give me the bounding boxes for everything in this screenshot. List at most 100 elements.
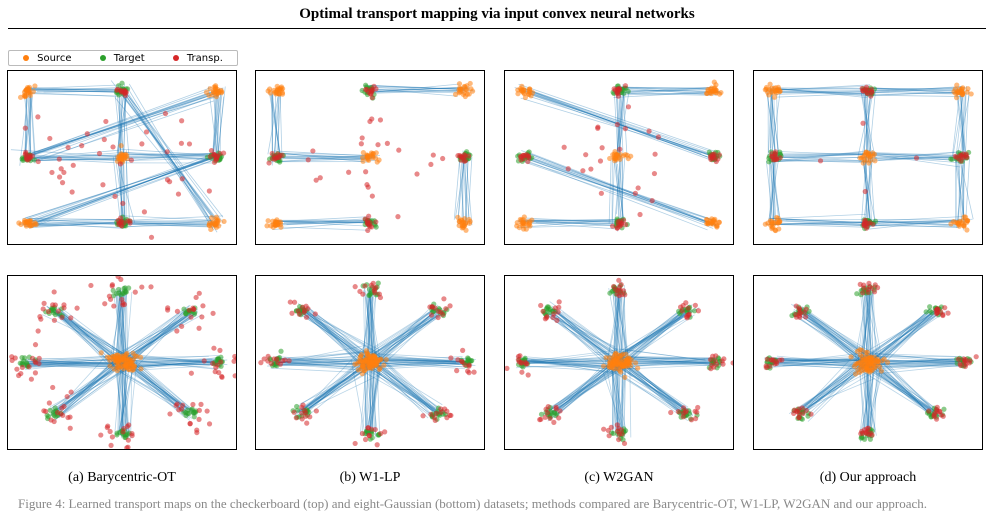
transport-line <box>770 86 780 160</box>
transport-line <box>617 365 692 414</box>
title-rule <box>8 28 986 29</box>
transport-line <box>528 90 713 153</box>
transport-line <box>528 93 718 163</box>
transport-line <box>863 367 870 434</box>
transport-line <box>296 311 371 361</box>
transport-line <box>799 372 873 416</box>
transport-line <box>800 306 867 355</box>
source-point <box>208 215 215 221</box>
transport-line <box>306 312 369 360</box>
transported-point <box>51 317 58 323</box>
transport-line <box>517 219 618 222</box>
transport-line <box>366 88 475 92</box>
transport-line <box>868 365 875 438</box>
transported-point <box>695 404 701 411</box>
transport-line <box>860 284 867 359</box>
transported-point <box>213 364 219 371</box>
transport-line <box>866 308 937 364</box>
source-point <box>763 86 769 92</box>
transport-line <box>866 286 872 363</box>
transport-line <box>614 86 722 94</box>
transport-line <box>799 311 876 362</box>
transport-line <box>371 292 377 362</box>
transport-line <box>31 155 216 226</box>
transported-point <box>708 156 714 163</box>
transport-line <box>114 97 213 218</box>
transport-line <box>365 290 372 351</box>
transport-line <box>535 220 619 224</box>
transported-point <box>605 427 611 434</box>
transport-line <box>876 361 927 410</box>
transport-line <box>123 223 208 227</box>
transport-line <box>119 364 128 431</box>
source-point <box>964 89 970 95</box>
transported-point <box>962 359 968 365</box>
transported-point <box>716 152 722 158</box>
transport-line <box>865 361 940 411</box>
transport-line <box>359 362 444 414</box>
target-point <box>927 304 933 310</box>
transported-point <box>164 149 170 155</box>
transported-point <box>67 425 73 431</box>
transported-point <box>637 211 643 218</box>
transport-line <box>131 363 224 365</box>
source-point <box>848 354 854 360</box>
transport-line <box>365 90 462 93</box>
transport-line <box>273 150 372 157</box>
transport-line <box>612 363 615 434</box>
transport-line <box>26 88 121 91</box>
transport-line <box>27 93 222 158</box>
transported-point <box>129 430 135 437</box>
target-point <box>941 406 947 412</box>
transport-line <box>270 93 282 161</box>
transport-line <box>522 359 624 371</box>
transport-line <box>29 90 122 93</box>
transport-line <box>868 289 882 353</box>
source-point <box>705 86 711 93</box>
transported-point <box>193 294 199 301</box>
transport-line <box>551 367 621 416</box>
transported-point <box>35 114 41 120</box>
target-point <box>123 289 129 295</box>
transported-point <box>377 117 384 123</box>
transport-line <box>959 86 964 162</box>
transported-point <box>793 314 800 320</box>
transported-point <box>35 158 41 165</box>
transport-line <box>32 100 215 162</box>
transport-line <box>114 290 125 365</box>
transport-line <box>613 157 623 223</box>
transport-line <box>122 364 127 432</box>
source-point <box>710 217 717 223</box>
transported-point <box>621 440 628 447</box>
transport-line <box>770 154 865 158</box>
transport-line <box>115 362 123 439</box>
transport-line <box>272 221 368 231</box>
transported-point <box>369 193 375 199</box>
target-point <box>538 411 545 417</box>
transport-line <box>126 292 129 354</box>
transport-line <box>371 352 432 415</box>
source-point <box>961 223 967 229</box>
transport-line <box>622 84 628 160</box>
transported-point <box>384 140 390 146</box>
transport-line <box>122 154 124 226</box>
transport-line <box>617 86 713 90</box>
transport-line <box>776 213 866 219</box>
transported-point <box>101 136 107 143</box>
source-point <box>867 355 874 362</box>
target-point <box>51 310 57 316</box>
transported-point <box>505 365 510 371</box>
transport-line <box>124 286 127 357</box>
transport-line <box>276 350 374 360</box>
transport-line <box>864 221 964 224</box>
transport-line <box>371 86 470 93</box>
transport-line <box>467 157 473 225</box>
transport-line <box>61 363 125 414</box>
transport-line <box>768 359 872 369</box>
transport-line <box>27 91 219 162</box>
transport-line <box>119 360 216 364</box>
transport-line <box>304 308 365 361</box>
source-point <box>359 363 365 369</box>
transport-line <box>620 359 688 413</box>
transported-point <box>429 304 435 310</box>
